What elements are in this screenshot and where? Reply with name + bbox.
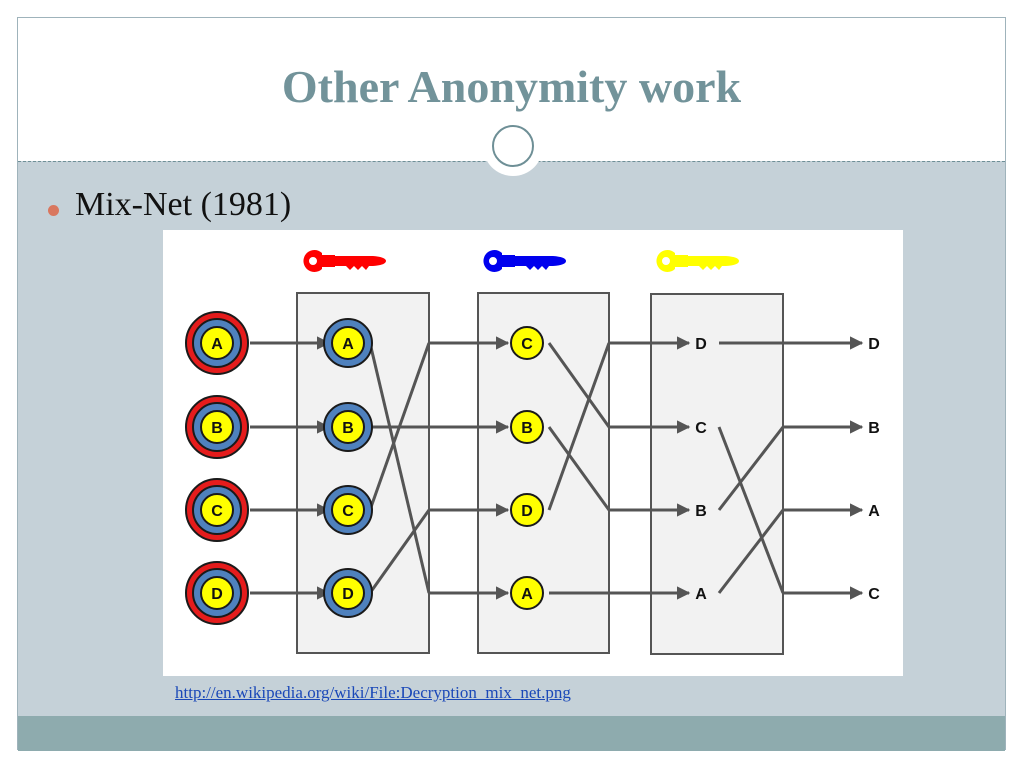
link-s1-cross-C — [368, 342, 431, 511]
key-yellow-icon — [656, 250, 739, 272]
link-s3-cross-C — [717, 426, 785, 594]
stage1-node-D: D — [323, 568, 373, 618]
input-node-A-label: A — [211, 336, 223, 353]
circle-ornament-icon — [483, 116, 543, 176]
key-blue-icon — [483, 250, 566, 272]
link-s3-cross-B — [717, 426, 785, 511]
bullet-text: Mix-Net (1981) — [75, 186, 292, 223]
input-node-C-label: C — [211, 503, 223, 520]
link-s2-cross-B — [547, 426, 611, 511]
link-s1-cross-D — [368, 509, 431, 594]
mix-box-3 — [650, 293, 784, 655]
footer-band — [18, 716, 1005, 751]
input-node-D-label: D — [211, 586, 223, 603]
stage3-label-C: C — [695, 420, 707, 437]
stage2-node-D: D — [510, 493, 544, 527]
mix-net-diagram: A A C D D B B B C B C C D B A D D A A C — [163, 230, 903, 676]
mix-net-svg: A A C D D B B B C B C C D B A D D A A C — [185, 250, 880, 655]
stage1-node-C-label: C — [342, 503, 354, 520]
slide: Other Anonymity work Mix-Net (1981) A A C D… — [17, 17, 1006, 751]
stage1-node-D-label: D — [342, 586, 354, 603]
stage1-node-B: B — [323, 402, 373, 452]
stage3-label-D: D — [695, 336, 707, 353]
stage2-node-A-label: A — [521, 586, 533, 603]
bullet-dot-icon — [48, 205, 59, 216]
link-s1-cross-A — [368, 342, 431, 594]
output-label-D: D — [868, 336, 880, 353]
stage1-node-A-label: A — [342, 336, 354, 353]
stage2-node-C: C — [510, 326, 544, 360]
source-link[interactable]: http://en.wikipedia.org/wiki/File:Decryp… — [175, 683, 571, 702]
output-label-B: B — [868, 420, 880, 437]
input-node-B: B — [185, 395, 249, 459]
output-label-A: A — [868, 503, 880, 520]
stage2-node-A: A — [510, 576, 544, 610]
stage1-node-C: C — [323, 485, 373, 535]
input-node-C: C — [185, 478, 249, 542]
slide-title: Other Anonymity work — [281, 61, 742, 112]
stage1-node-A: A — [323, 318, 373, 368]
stage2-node-C-label: C — [521, 336, 533, 353]
input-node-A: A — [185, 311, 249, 375]
key-red-icon — [303, 250, 386, 272]
link-s3-cross-A — [717, 509, 785, 594]
stage3-label-A: A — [695, 586, 707, 603]
stage3-label-B: B — [695, 503, 707, 520]
stage2-node-B: B — [510, 410, 544, 444]
link-s2-cross-D — [547, 342, 611, 511]
output-label-C: C — [868, 586, 880, 603]
input-node-D: D — [185, 561, 249, 625]
stage2-node-B-label: B — [521, 420, 533, 437]
stage2-node-D-label: D — [521, 503, 533, 520]
link-s2-cross-C — [547, 342, 611, 428]
input-node-B-label: B — [211, 420, 223, 437]
stage1-node-B-label: B — [342, 420, 354, 437]
